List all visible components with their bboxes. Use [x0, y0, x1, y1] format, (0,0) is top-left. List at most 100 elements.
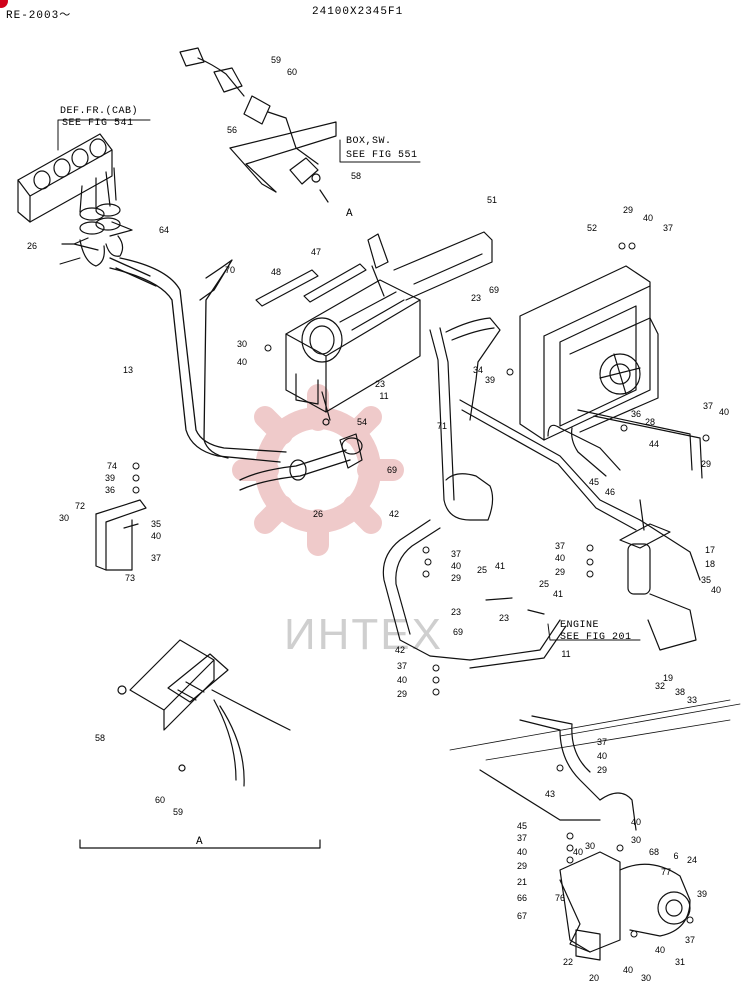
refrigerant-lines: [382, 317, 703, 669]
part-callout-30: 30: [630, 835, 642, 845]
defroster-duct: [17, 133, 124, 267]
receiver-drier: [619, 499, 701, 651]
part-callout-24: 24: [686, 855, 698, 865]
part-callout-66: 66: [516, 893, 528, 903]
note-underlines: [57, 119, 641, 641]
part-callout-40: 40: [396, 675, 408, 685]
part-callout-29: 29: [516, 861, 528, 871]
part-callout-30: 30: [236, 339, 248, 349]
part-callout-29: 29: [554, 567, 566, 577]
part-callout-74: 74: [106, 461, 118, 471]
part-callout-72: 72: [74, 501, 86, 511]
fastener-symbols: [132, 242, 710, 938]
part-callout-69: 69: [452, 627, 464, 637]
part-callout-37: 37: [684, 935, 696, 945]
part-callout-41: 41: [494, 561, 506, 571]
mounting-bracket-left: [95, 499, 147, 571]
part-callout-37: 37: [150, 553, 162, 563]
part-callout-69: 69: [488, 285, 500, 295]
part-callout-22: 22: [562, 957, 574, 967]
part-callout-48: 48: [270, 267, 282, 277]
part-callout-40: 40: [596, 751, 608, 761]
part-callout-23: 23: [450, 607, 462, 617]
part-callout-28: 28: [644, 417, 656, 427]
part-callout-56: 56: [226, 125, 238, 135]
note-def-line1: DEF.FR.(CAB): [60, 106, 139, 117]
part-callout-71: 71: [436, 421, 448, 431]
part-callout-39: 39: [104, 473, 116, 483]
part-callout-35: 35: [150, 519, 162, 529]
part-callout-29: 29: [396, 689, 408, 699]
part-callout-40: 40: [450, 561, 462, 571]
part-callout-30: 30: [584, 841, 596, 851]
part-callout-40: 40: [710, 585, 722, 595]
heater-hoses: [109, 257, 351, 491]
note-def-see-fig: SEE FIG 541: [62, 118, 134, 129]
note-box-sw: BOX,SW.: [346, 136, 392, 147]
part-callout-73: 73: [124, 573, 136, 583]
part-callout-33: 33: [686, 695, 698, 705]
condenser-core: [519, 265, 659, 441]
part-callout-25: 25: [538, 579, 550, 589]
part-callout-29: 29: [450, 573, 462, 583]
view-a-marker: A: [346, 208, 354, 220]
part-callout-60: 60: [286, 67, 298, 77]
part-callout-38: 38: [674, 687, 686, 697]
part-callout-41: 41: [552, 589, 564, 599]
part-callout-37: 37: [450, 549, 462, 559]
part-callout-40: 40: [654, 945, 666, 955]
part-callout-54: 54: [356, 417, 368, 427]
part-callout-36: 36: [630, 409, 642, 419]
watermark-text: ИНТЕХ: [284, 610, 443, 659]
part-callout-19: 19: [662, 673, 674, 683]
part-callout-29: 29: [596, 765, 608, 775]
part-callout-42: 42: [388, 509, 400, 519]
part-callout-18: 18: [704, 559, 716, 569]
part-callout-31: 31: [674, 957, 686, 967]
hose-clamps: [289, 433, 363, 481]
part-callout-36: 36: [104, 485, 116, 495]
part-callout-39: 39: [696, 889, 708, 899]
part-callout-30: 30: [58, 513, 70, 523]
part-callout-69: 69: [386, 465, 398, 475]
note-engine-see-fig: SEE FIG 201: [560, 632, 632, 643]
part-callout-60: 60: [154, 795, 166, 805]
part-callout-37: 37: [662, 223, 674, 233]
part-callout-70: 70: [224, 265, 236, 275]
part-callout-40: 40: [630, 817, 642, 827]
part-callout-21: 21: [516, 877, 528, 887]
part-callout-51: 51: [486, 195, 498, 205]
part-callout-40: 40: [572, 847, 584, 857]
part-callout-39: 39: [484, 375, 496, 385]
compressor: [479, 715, 691, 961]
part-callout-13: 13: [122, 365, 134, 375]
part-callout-11: 11: [379, 391, 389, 401]
part-callout-37: 37: [396, 661, 408, 671]
part-callout-59: 59: [270, 55, 282, 65]
part-callout-35: 35: [700, 575, 712, 585]
part-callout-26: 26: [312, 509, 324, 519]
part-callout-40: 40: [516, 847, 528, 857]
view-a-caption: A: [196, 836, 204, 848]
part-callout-77: 77: [660, 867, 672, 877]
part-callout-46: 46: [604, 487, 616, 497]
note-def-fr-cab: DEF.FR.(CAB): [60, 106, 138, 118]
part-callout-40: 40: [150, 531, 162, 541]
part-callout-58: 58: [94, 733, 106, 743]
part-callout-42: 42: [394, 645, 406, 655]
part-callout-37: 37: [516, 833, 528, 843]
part-callout-30: 30: [640, 973, 652, 983]
part-callout-11: 11: [561, 649, 571, 659]
part-callout-29: 29: [622, 205, 634, 215]
part-callout-37: 37: [554, 541, 566, 551]
watermark-logo: [232, 384, 404, 556]
part-callout-52: 52: [586, 223, 598, 233]
part-callout-40: 40: [554, 553, 566, 563]
part-callout-23: 23: [498, 613, 510, 623]
part-callout-76: 76: [554, 893, 566, 903]
part-callout-37: 37: [702, 401, 714, 411]
part-callout-32: 32: [654, 681, 666, 691]
callout-leaders: [61, 221, 133, 251]
heater-unit: [255, 231, 493, 426]
